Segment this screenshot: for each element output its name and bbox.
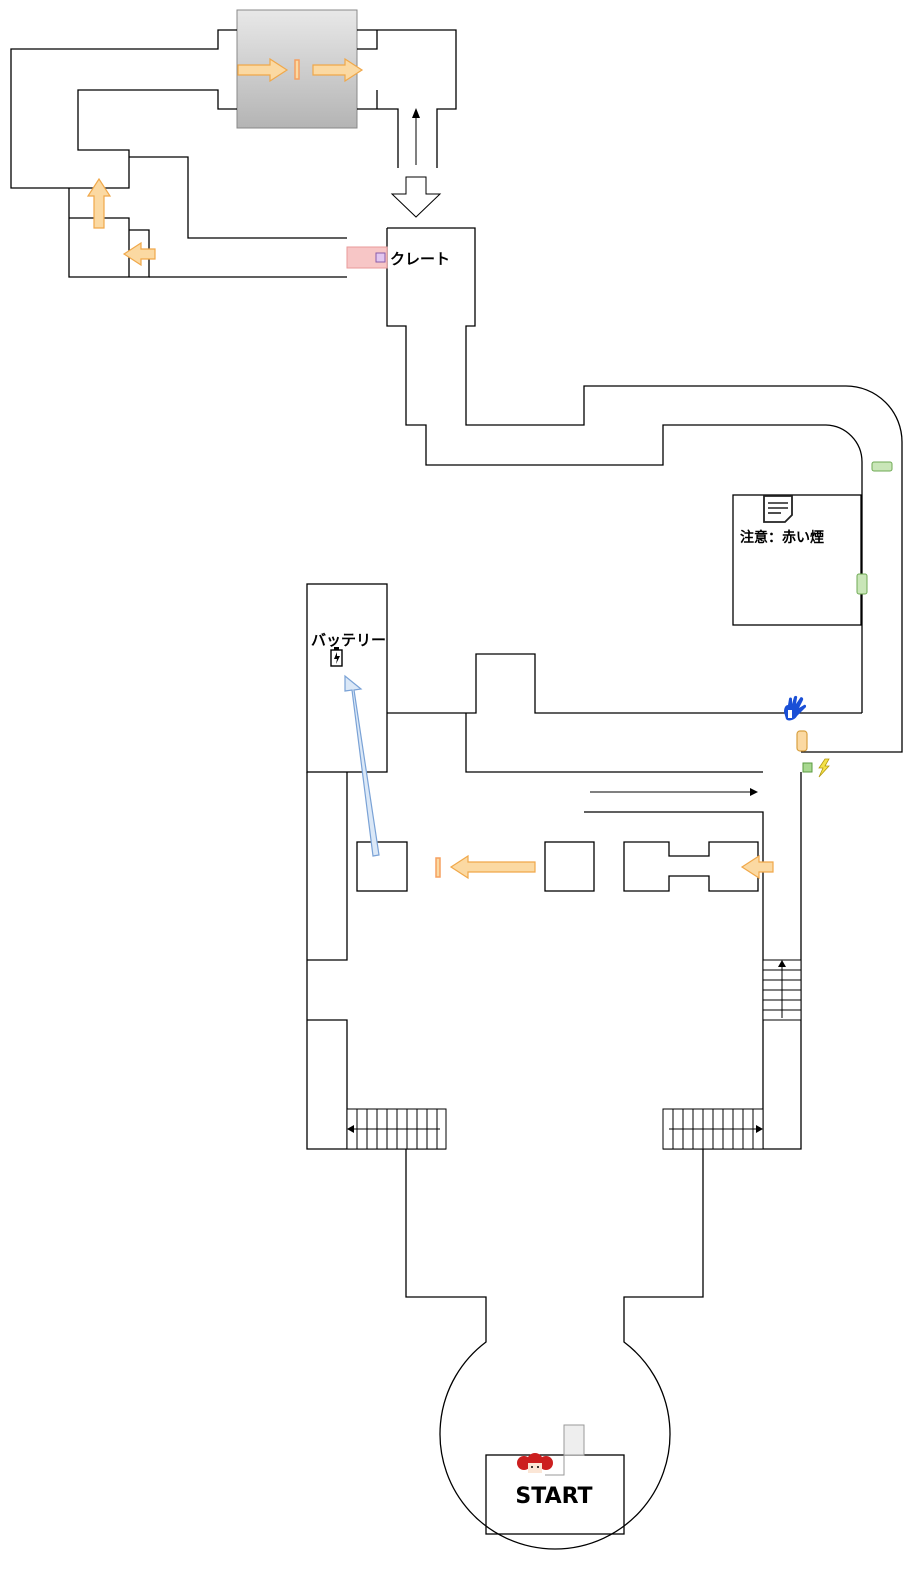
corridor-to-crate: [129, 156, 347, 278]
crate-marker[interactable]: [375, 252, 386, 263]
twin-pillars: [623, 841, 759, 892]
crate-zone: [346, 246, 388, 269]
fuse-slot[interactable]: [796, 730, 808, 752]
hall-outer-wall: [306, 653, 862, 1150]
fuse-marker-top[interactable]: [294, 59, 300, 80]
arrow-left-entry: [740, 854, 774, 880]
fuse-marker-hall[interactable]: [435, 857, 441, 878]
warning-room: [732, 494, 862, 626]
stairs-right[interactable]: [662, 1108, 764, 1150]
warning-label: 注意：赤い煙: [740, 529, 824, 546]
start-label: START: [515, 1484, 592, 1509]
west-lower-rooms: [68, 188, 150, 278]
crate-room-wall: [386, 227, 846, 466]
battery-label: バッテリー: [311, 631, 386, 649]
arrow-right-1: [237, 57, 289, 83]
main-hall: [306, 583, 862, 1150]
arrow-up-west: [86, 177, 112, 229]
start-corridor: [405, 1149, 704, 1550]
stairs-left[interactable]: [346, 1108, 447, 1150]
lightning-icon: [818, 758, 830, 778]
top-left-rooms: [10, 9, 903, 753]
green-marker-corridor[interactable]: [871, 461, 893, 472]
curved-corridor-outer: [801, 385, 903, 753]
hall-inner-wall-left: [307, 772, 348, 1149]
corridor-arrowhead: [750, 788, 758, 796]
arrow-left-west: [122, 241, 156, 267]
right-chamber-wall: [357, 29, 457, 168]
arrow-right-2: [312, 57, 364, 83]
green-switch[interactable]: [802, 762, 813, 773]
left-loop-wall: [10, 29, 237, 189]
upper-corridor: [465, 713, 764, 1149]
note-icon[interactable]: [763, 495, 793, 523]
pillar-center: [544, 841, 595, 892]
curved-corridor-inner: [825, 424, 863, 713]
small-up-arrowhead: [412, 108, 420, 118]
start-area: [405, 1149, 704, 1550]
battery-icon[interactable]: [330, 647, 343, 667]
big-down-arrow: [390, 176, 442, 218]
character-head-icon: [517, 1453, 553, 1473]
blue-hand-icon[interactable]: [784, 695, 807, 721]
crate-label: クレート: [390, 250, 450, 268]
battery-route-arrow: [344, 674, 380, 857]
stairs-right-vertical[interactable]: [762, 959, 802, 1021]
start-room: [485, 1454, 625, 1535]
start-ramp: [563, 1424, 585, 1456]
arrow-left-hall: [449, 854, 536, 880]
pillar-left: [356, 841, 408, 892]
top-path-arrows: [86, 57, 442, 267]
green-marker-room[interactable]: [856, 573, 868, 595]
